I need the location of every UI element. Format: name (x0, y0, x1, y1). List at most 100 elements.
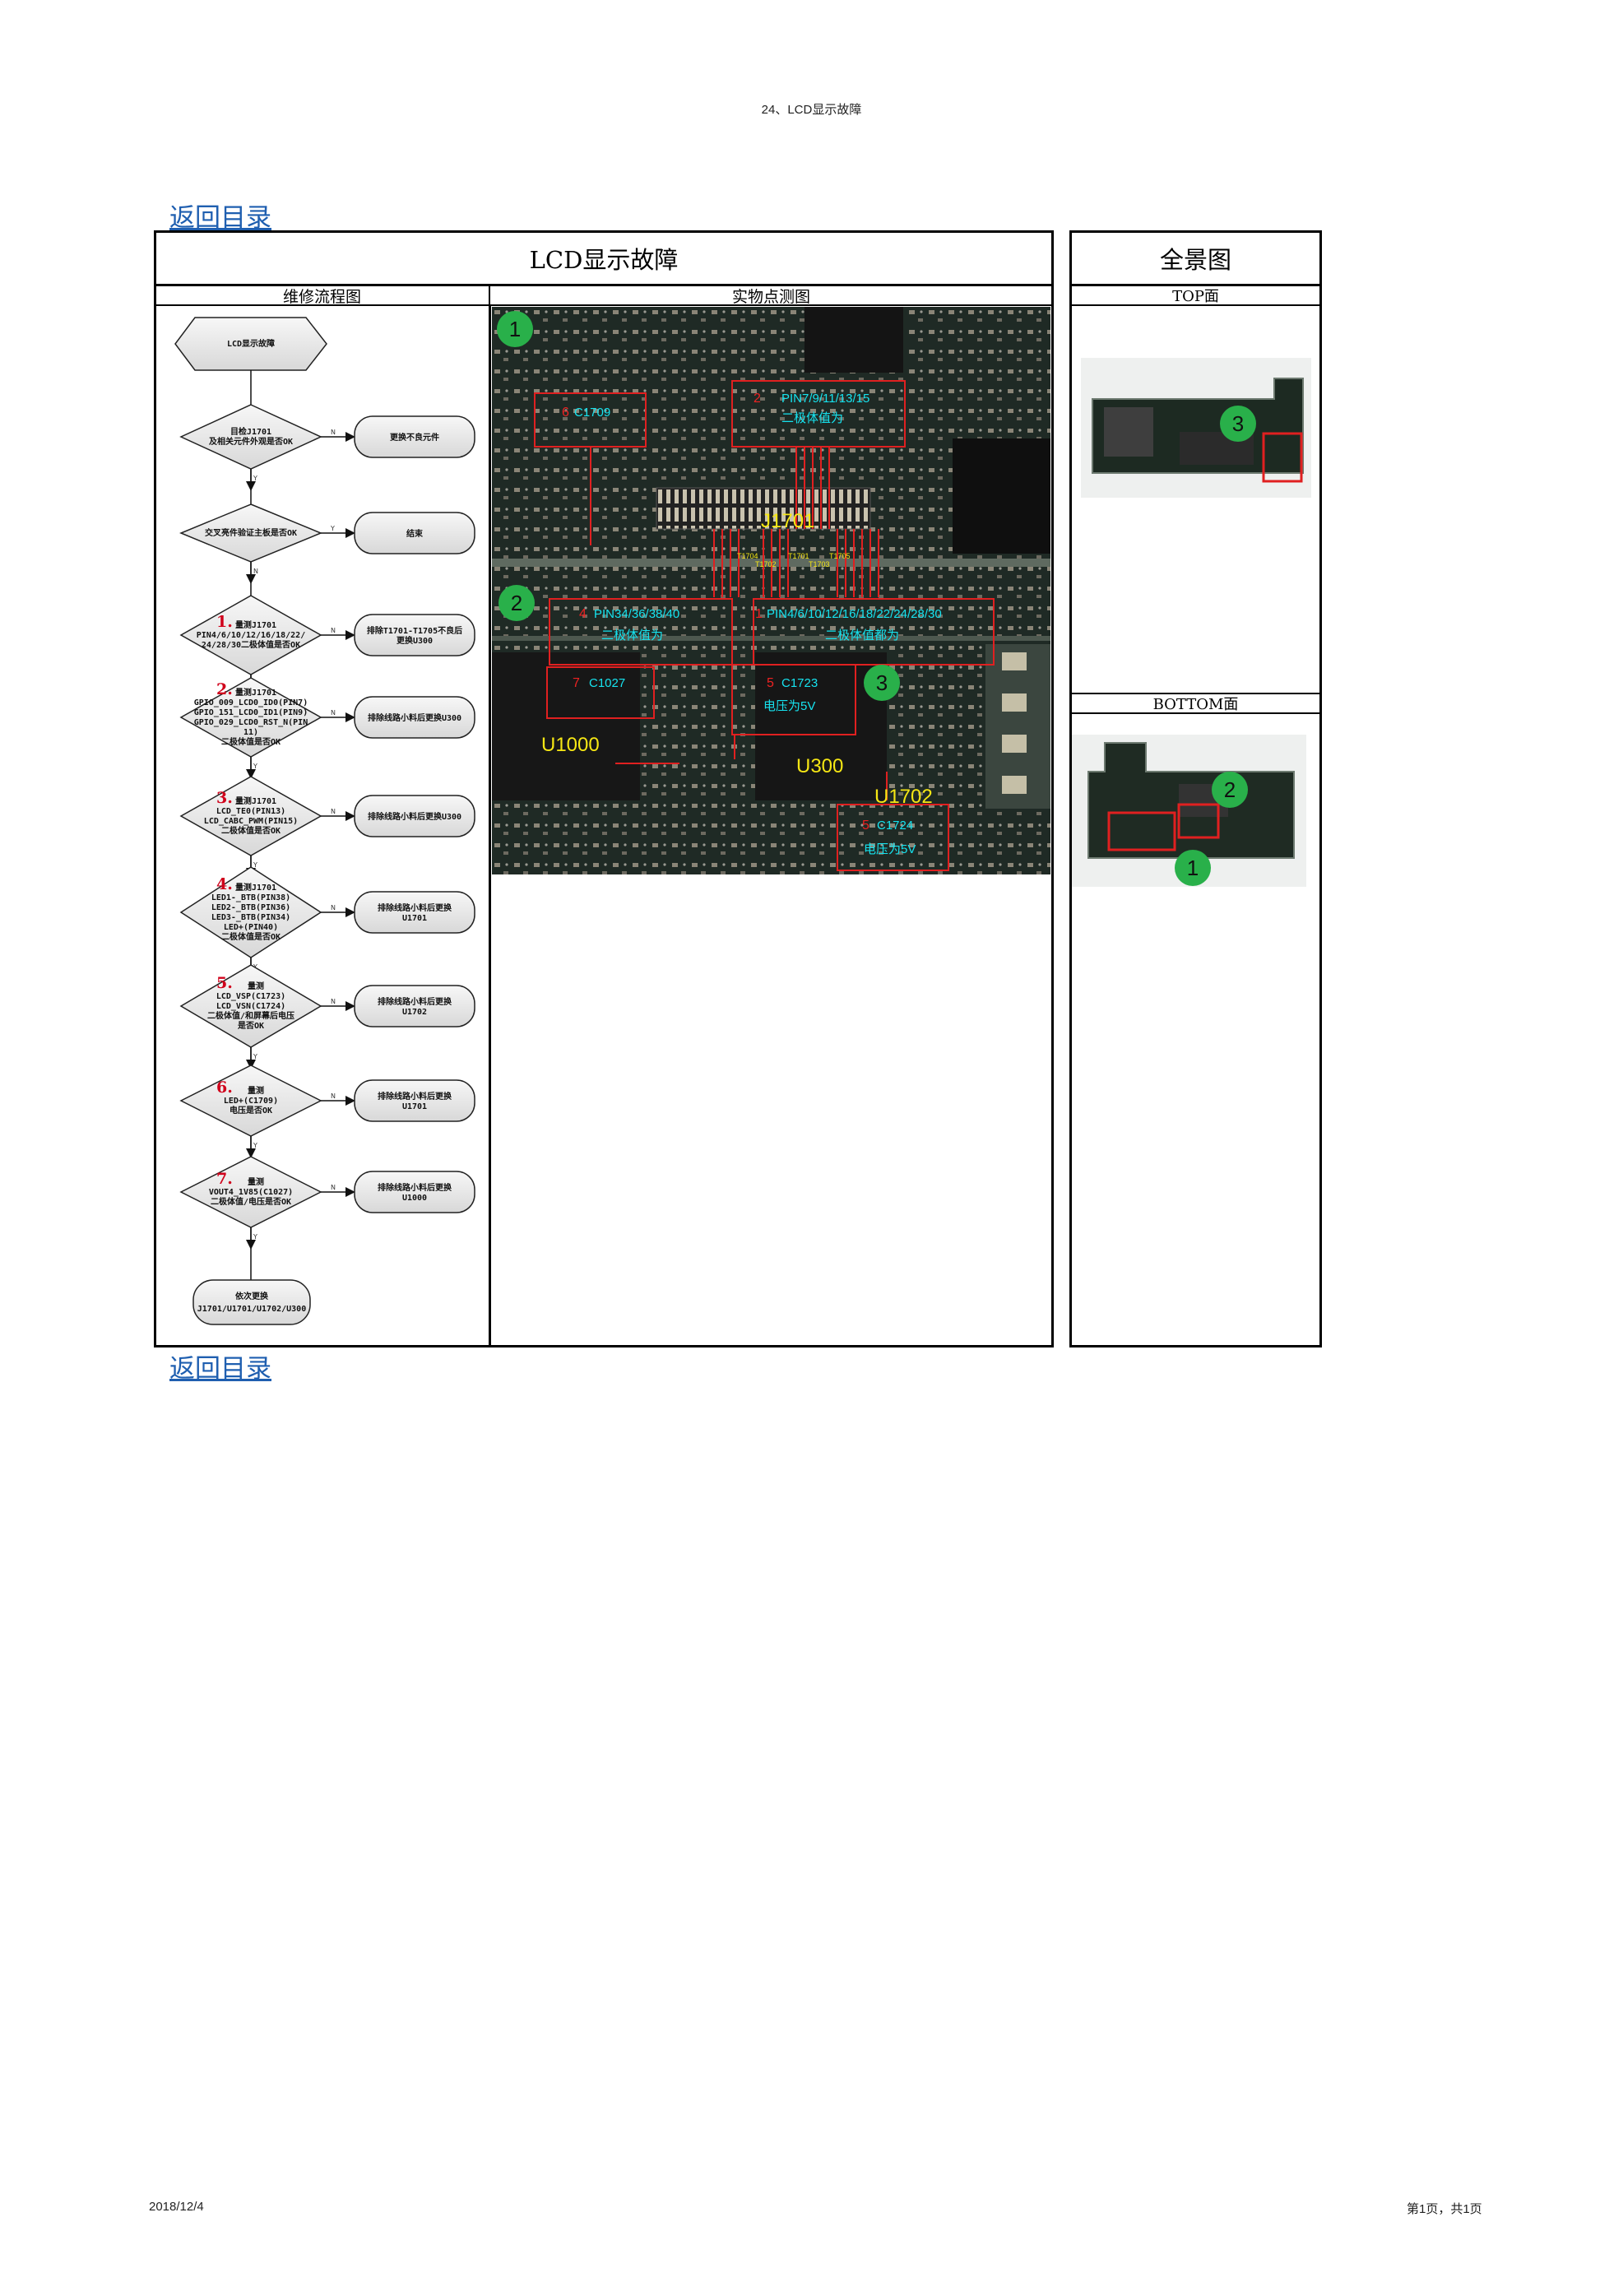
flow-branch-label: Y (253, 1142, 257, 1149)
svg-text:二极体值为: 二极体值为 (781, 411, 843, 425)
flow-decision-line: 交叉亮件验证主板是否OK (205, 527, 297, 538)
flow-decision-line: GPIO_151_LCD0_ID1(PIN9) (194, 708, 308, 717)
flow-action-line: 排除线路小料后更换U300 (368, 811, 461, 822)
column-divider (489, 304, 491, 1347)
svg-text:1: 1 (509, 317, 521, 341)
svg-text:C1724: C1724 (877, 819, 913, 833)
flow-decision-line: LCD_VSN(C1724) (216, 1002, 285, 1011)
chip-u1000-body (492, 652, 640, 800)
flow-action-line: U1702 (402, 1008, 427, 1017)
flow-action-6: 排除线路小料后更换U1701 (355, 892, 475, 933)
flow-start-node: LCD显示故障 (175, 318, 327, 370)
flow-action-line: 更换U300 (396, 635, 433, 646)
flow-end-line1: 依次更换 (235, 1291, 269, 1301)
svg-text:6: 6 (562, 406, 569, 420)
badge-2: 2 (498, 585, 535, 621)
flow-decision-line: 11) (243, 728, 258, 737)
svg-text:5: 5 (862, 819, 869, 833)
flow-decision-line: GPIO_029_LCD0_RST_N(PIN (194, 718, 308, 727)
flow-branch-label: N (331, 904, 336, 911)
flow-decision-line: LED+(C1709) (224, 1097, 278, 1106)
flow-branch-label: N (331, 998, 336, 1005)
svg-text:T1704: T1704 (737, 552, 758, 560)
flow-decision-7: 5.量测LCD_VSP(C1723)LCD_VSN(C1724)二极体值/和屏幕… (181, 965, 353, 1067)
svg-text:1: 1 (1187, 856, 1199, 880)
flow-action-1: 更换不良元件 (355, 416, 475, 457)
svg-text:2: 2 (1224, 777, 1236, 802)
flow-decision-line: LCD_TE0(PIN13) (216, 807, 285, 816)
flow-decision-line: 量测 (248, 1085, 264, 1096)
flow-decision-line: 量测J1701 (235, 687, 276, 698)
top-side-label: TOP面 (1069, 285, 1322, 306)
svg-text:PIN7/9/11/13/15: PIN7/9/11/13/15 (781, 392, 869, 406)
svg-text:T1703: T1703 (809, 560, 830, 568)
svg-text:C1723: C1723 (781, 676, 818, 690)
flow-action-2: 结束 (355, 513, 475, 554)
flow-action-line: U1701 (402, 914, 427, 923)
flow-action-line: 排除线路小料后更换 (378, 1091, 452, 1102)
board-photo: 6 C1709 2 PIN7/9/11/13/15 二极体值为 4 PIN34/… (492, 307, 1050, 874)
back-to-contents-link-bottom[interactable]: 返回目录 (169, 1347, 271, 1385)
footer-page-info: 第1页，共1页 (1407, 2200, 1482, 2217)
svg-text:电压为5V: 电压为5V (763, 699, 815, 713)
photo-header: 实物点测图 (489, 285, 1054, 306)
flow-decision-line: LED2-_BTB(PIN36) (211, 903, 290, 912)
flow-decision-line: 量测 (248, 1176, 264, 1187)
flow-decision-line: PIN4/6/10/12/16/18/22/ (197, 631, 305, 640)
flow-branch-label: N (253, 568, 258, 575)
flow-step-number: 5. (216, 974, 233, 992)
flow-decision-line: 量测J1701 (235, 619, 276, 630)
flow-decision-3: 1.量测J1701PIN4/6/10/12/16/18/22/24/28/30二… (181, 596, 353, 694)
flow-step-number: 7. (216, 1170, 233, 1188)
back-to-contents-link-top[interactable]: 返回目录 (169, 197, 271, 234)
flow-branch-label: Y (253, 475, 257, 482)
flow-end-line2: J1701/U1701/U1702/U300 (197, 1305, 306, 1314)
chip-label-u1000: U1000 (541, 734, 600, 756)
flow-decision-line: 二极体值/电压是否OK (211, 1196, 291, 1207)
ic-right-upper (953, 438, 1050, 554)
flow-decision-line: VOUT4_1V85(C1027) (209, 1188, 293, 1197)
flow-action-4: 排除线路小料后更换U300 (355, 697, 475, 738)
svg-text:2: 2 (754, 392, 761, 406)
flow-branch-label: N (331, 808, 336, 815)
svg-text:电压为5V: 电压为5V (864, 842, 916, 856)
flow-action-line: 排除线路小料后更换 (378, 1182, 452, 1193)
flow-branch-label: N (331, 1184, 336, 1191)
bottom-badge-2: 2 (1212, 772, 1248, 808)
flow-decision-line: 二极体值是否OK (221, 931, 281, 942)
flow-action-line: 排除线路小料后更换 (378, 996, 452, 1007)
flow-decision-line: LCD_VSP(C1723) (216, 992, 285, 1001)
flow-decision-line: LED+(PIN40) (224, 923, 278, 932)
flow-decision-line: 二极体值是否OK (221, 825, 281, 836)
svg-text:二极体值为: 二极体值为 (601, 629, 663, 642)
flow-action-9: 排除线路小料后更换U1000 (355, 1171, 475, 1213)
flow-action-line: 排除线路小料后更换U300 (368, 712, 461, 723)
panorama-title: 全景图 (1069, 230, 1322, 286)
chip-label-u1702: U1702 (874, 786, 933, 808)
flow-action-line: U1000 (402, 1194, 427, 1203)
flow-branch-label: Y (253, 861, 257, 869)
svg-text:5: 5 (767, 676, 774, 690)
svg-text:3: 3 (876, 670, 888, 695)
flow-action-line: U1701 (402, 1102, 427, 1111)
bottom-badge-1: 1 (1175, 850, 1211, 886)
svg-text:PIN34/36/38/40: PIN34/36/38/40 (594, 607, 679, 621)
flow-step-number: 2. (216, 680, 233, 698)
flow-decision-line: 电压是否OK (230, 1105, 272, 1116)
flow-step-number: 6. (216, 1078, 233, 1097)
flow-branch-label: N (331, 627, 336, 634)
flow-decision-6: 4.量测J1701LED1-_BTB(PIN38)LED2-_BTB(PIN36… (181, 867, 353, 977)
chip-label-u300: U300 (796, 755, 843, 777)
svg-text:C1027: C1027 (589, 676, 625, 690)
svg-text:T1701: T1701 (788, 552, 809, 560)
connector-label-j1701: J1701 (761, 510, 814, 532)
svg-text:1: 1 (755, 607, 763, 621)
annotation-6: 6 C1709 (562, 406, 610, 420)
flow-branch-label: N (331, 429, 336, 436)
